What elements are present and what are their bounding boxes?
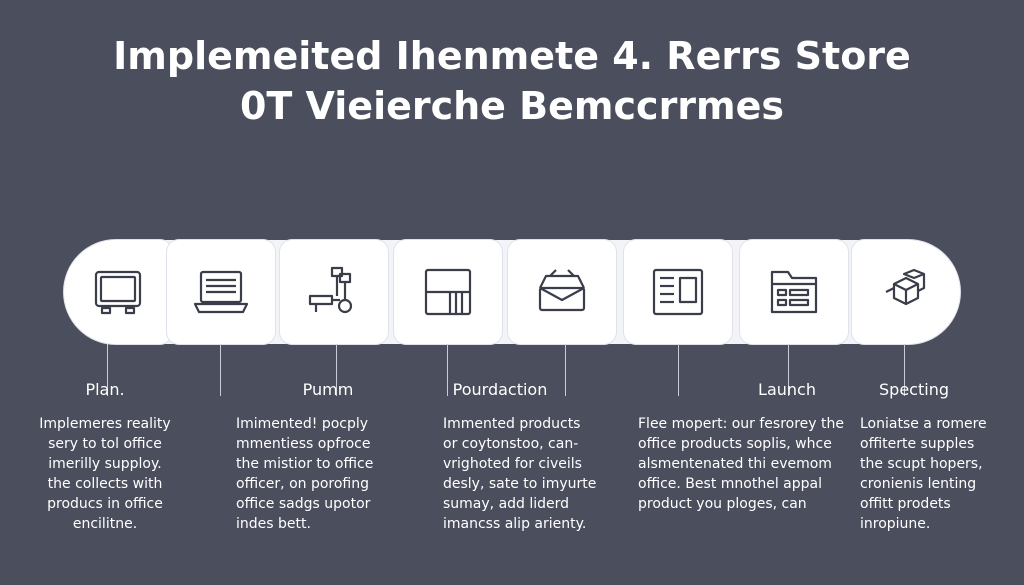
title-line-1: Implemeited Ihenmete 4. Rerrs Store [113,34,911,78]
pipe-fitting-icon [308,266,353,314]
step-box-3 [280,240,388,344]
connector-line [447,344,448,396]
connector-line [107,344,108,396]
connector-line [565,344,566,396]
description-1: Implemeres reality sery to tol office im… [39,416,171,532]
step-box-2 [167,240,275,344]
cabinet-icon [424,268,472,316]
phase-label-launch: Launch [758,380,816,399]
document-icon [652,268,704,316]
step-box-6 [624,240,732,344]
title-line-2: 0T Vieierche Bemccrrmes [239,84,785,128]
connector-line [678,344,679,396]
connector-line [336,344,337,396]
description-5: Loniatse a romere offiterte supples the … [860,416,987,532]
laptop-icon [193,270,249,314]
step-box-7 [740,240,848,344]
step-box-4 [394,240,502,344]
phase-label-specting: Specting [879,380,949,399]
boxes-icon [885,268,926,306]
step-box-5 [508,240,616,344]
description-3: Immented products or coytonstoo, can- vr… [443,416,597,532]
connector-line [220,344,221,396]
open-box-icon [538,269,586,312]
connector-line [788,344,789,396]
folder-icon [770,270,818,314]
phase-label-pumm: Pumm [302,380,354,399]
step-box-8 [852,240,960,344]
phase-label-pourdaction: Pourdaction [452,380,548,399]
step-box-1 [64,240,172,344]
description-4: Flee mopert: our fesrorey the office pro… [638,416,845,512]
description-2: Imimented! pocply mmentiess opfroce the … [236,416,374,532]
connector-line [904,344,905,396]
monitor-icon [94,270,142,315]
phase-label-plan: Plan. [85,380,125,399]
